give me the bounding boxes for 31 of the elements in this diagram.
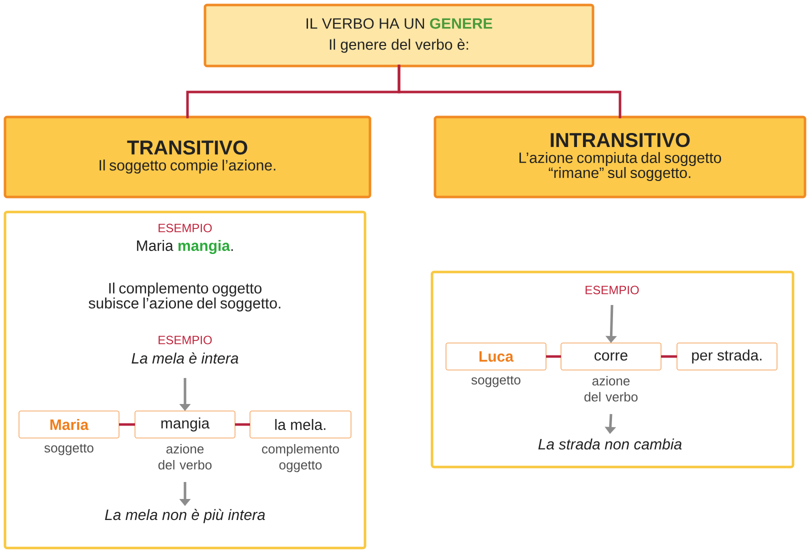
word-box: la mela.	[250, 410, 352, 438]
word-box: Luca	[446, 342, 546, 370]
connector	[661, 355, 677, 358]
connector	[546, 355, 561, 358]
example-panel	[4, 210, 366, 550]
word-box: per strada.	[676, 342, 778, 370]
description: L’azione compiuta dal soggetto “rimane” sul soggetto.	[520, 152, 722, 182]
heading: TRANSITIVO	[127, 140, 248, 155]
connector	[235, 423, 250, 426]
role-caption: azione del verbo	[584, 376, 638, 402]
word-box: corre	[560, 342, 662, 370]
example-sentence: La mela è intera	[132, 352, 238, 364]
example-label: ESEMPIO	[586, 286, 639, 294]
connector	[119, 423, 135, 426]
word-box: mangia	[134, 410, 236, 438]
description: Il soggetto compie l’azione.	[100, 160, 276, 174]
role-caption: azione del verbo	[158, 444, 212, 470]
role-caption: complemento oggetto	[262, 444, 339, 472]
subheading: Il genere del verbo è:	[330, 38, 468, 53]
example-sentence: La mela non è più intera	[104, 508, 265, 524]
example-label: ESEMPIO	[158, 336, 212, 344]
example-sentence: La strada non cambia	[538, 438, 682, 450]
role-caption: soggetto	[44, 444, 94, 456]
connector	[398, 64, 622, 118]
explanation: Il complemento oggetto subisce l’azione del soggetto.	[88, 282, 280, 312]
role-caption: soggetto	[471, 376, 520, 388]
example-sentence: Maria mangia.	[137, 240, 233, 254]
heading: IL VERBO HA UN GENERE	[306, 18, 492, 29]
example-label: ESEMPIO	[158, 224, 212, 232]
word-box: Maria	[18, 410, 120, 438]
heading: INTRANSITIVO	[550, 132, 690, 148]
